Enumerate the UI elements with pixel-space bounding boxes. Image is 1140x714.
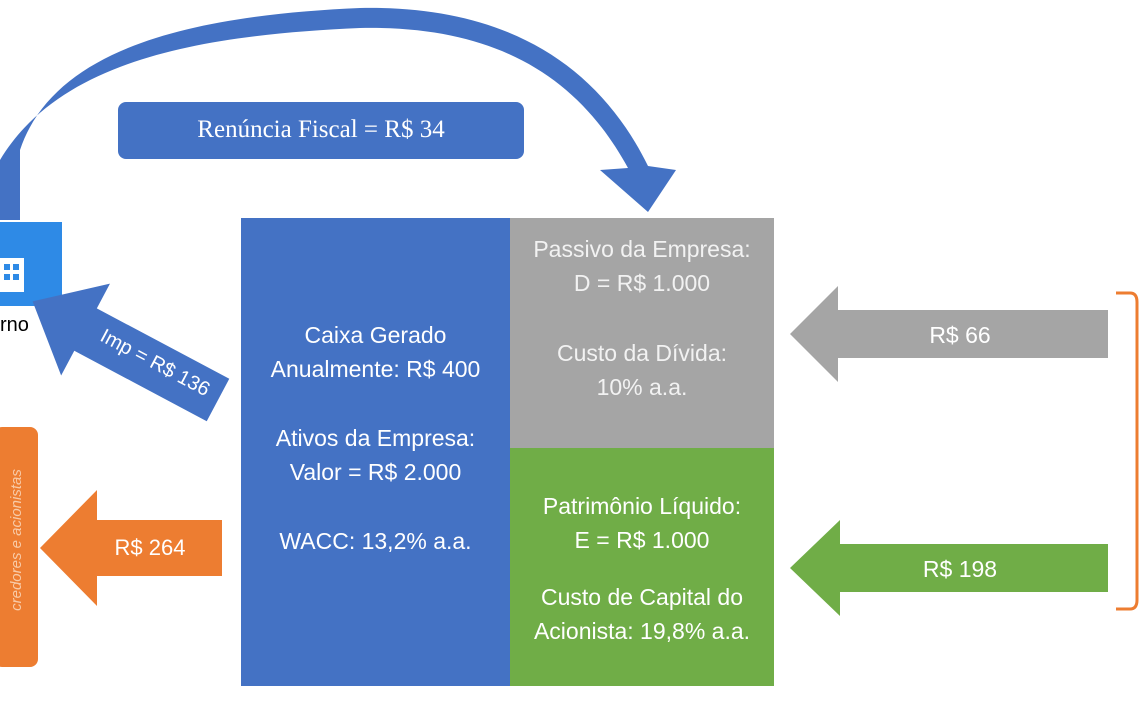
debt-text: Passivo da Empresa: D = R$ 1.000 (533, 236, 751, 296)
orange-arrow (40, 490, 222, 606)
wacc-text: WACC: 13,2% a.a. (279, 528, 472, 554)
debt-cost-text: Custo da Dívida: 10% a.a. (556, 340, 728, 400)
cash-generated-text: Caixa Gerado Anualmente: R$ 400 (270, 322, 481, 382)
assets-block (241, 218, 510, 686)
side-box-label: credores e acionistas (8, 469, 25, 611)
orange-bracket (1116, 291, 1139, 611)
green-arrow (790, 520, 1108, 616)
gray-arrow (790, 286, 1108, 382)
governo-label: rno (0, 314, 29, 336)
assets-value-text: Ativos da Empresa: Valor = R$ 2.000 (275, 425, 476, 485)
equity-text: Patrimônio Líquido: E = R$ 1.000 (542, 493, 742, 553)
building-icon (0, 258, 24, 292)
orange-arrow-label: R$ 264 (114, 535, 186, 560)
renuncia-fiscal-box (118, 102, 524, 159)
gray-arrow-label: R$ 66 (929, 322, 991, 348)
equity-cost-text: Custo de Capital do Acionista: 19,8% a.a… (533, 584, 751, 644)
side-box (0, 427, 38, 667)
renuncia-fiscal-label: Renúncia Fiscal = R$ 34 (197, 116, 445, 143)
liabilities-block (510, 218, 774, 448)
green-arrow-label: R$ 198 (922, 556, 998, 582)
tax-arrow (32, 283, 230, 422)
equity-block (510, 448, 774, 686)
